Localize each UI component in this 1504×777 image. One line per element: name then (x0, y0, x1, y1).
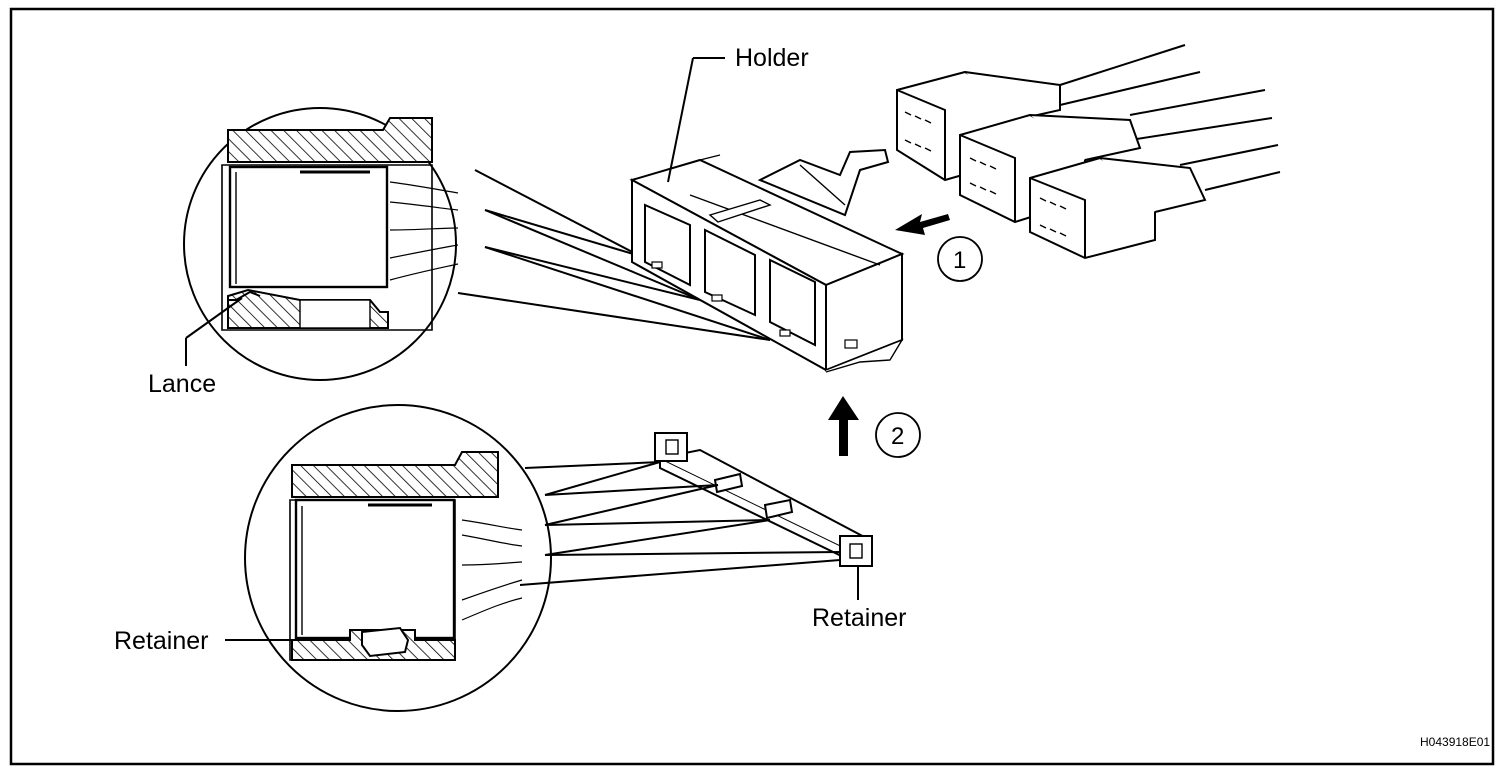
insert-arrow-1 (895, 214, 950, 235)
insert-arrow-2 (828, 396, 859, 456)
figure-border (9, 7, 1495, 766)
figure-code: H043918E01 (1420, 735, 1490, 749)
step1-circle (937, 236, 983, 282)
lance-leader (185, 297, 243, 366)
step2-circle (875, 412, 921, 458)
holder-block (629, 148, 905, 373)
retainer-part-label: Retainer (812, 604, 907, 632)
holder-leader (667, 57, 725, 183)
callout-lines-bottom (519, 461, 841, 586)
holder-label: Holder (735, 44, 809, 72)
lance-label: Lance (148, 370, 216, 398)
lance-detail-view (183, 107, 459, 381)
step2-label: 2 (891, 423, 904, 450)
retainer-terminal-body (294, 498, 456, 640)
callout-lines-top (457, 169, 771, 341)
retainer-detail-view (244, 404, 552, 712)
step1-label: 1 (953, 247, 966, 274)
housing-wall-bottom (291, 451, 499, 498)
retainer-detail-label: Retainer (114, 627, 209, 655)
housing-wall-top (227, 117, 433, 163)
connector-group (896, 44, 1281, 260)
terminal-body (228, 165, 389, 289)
